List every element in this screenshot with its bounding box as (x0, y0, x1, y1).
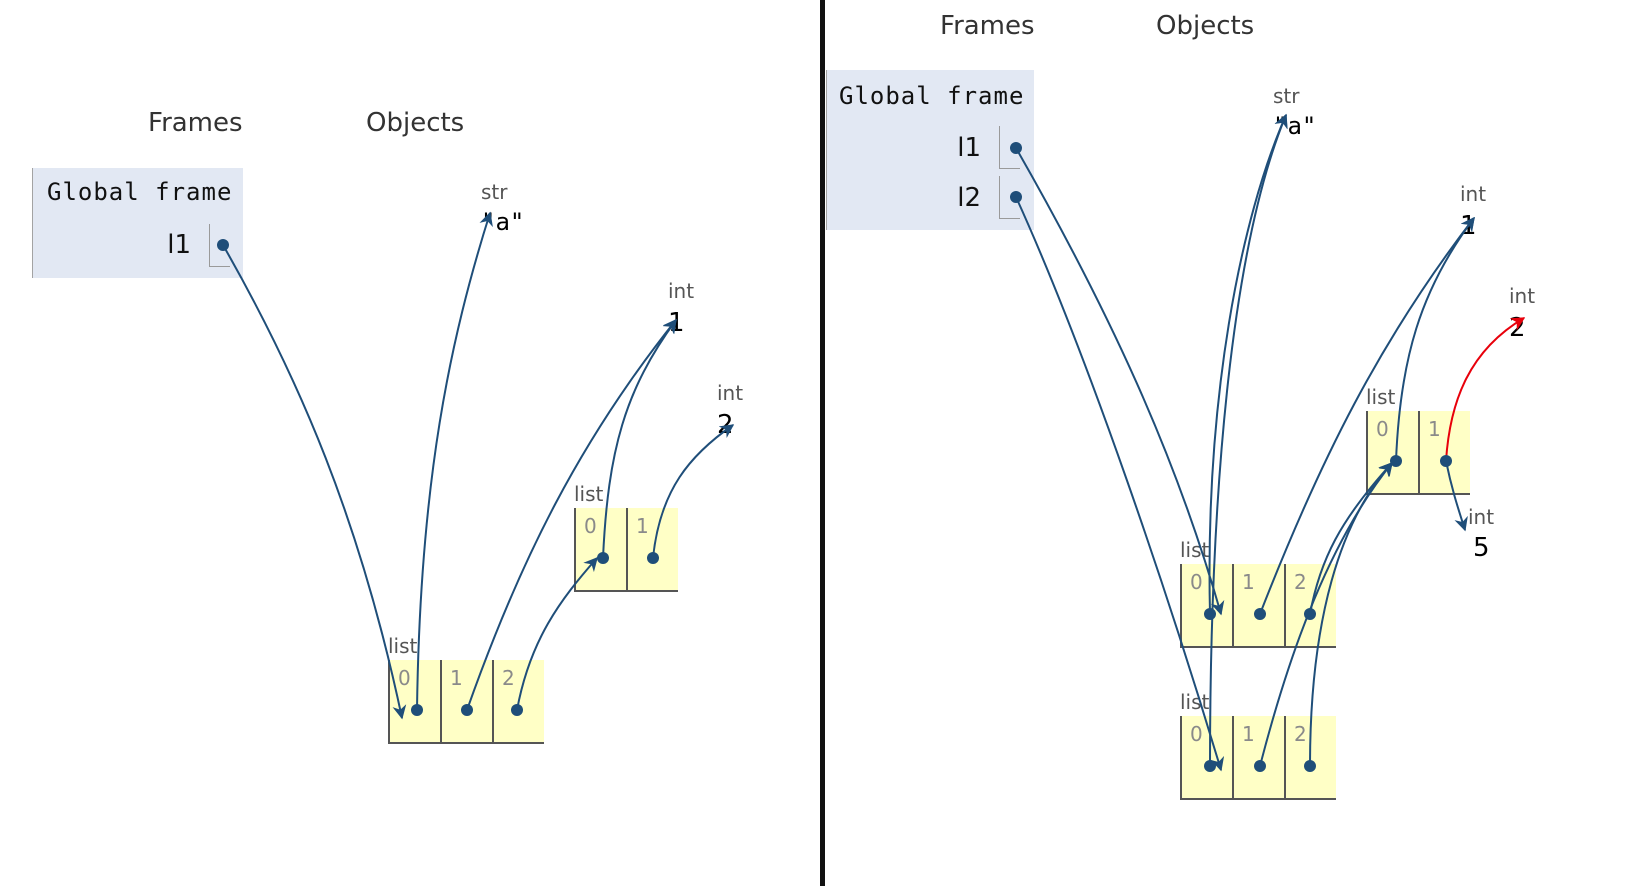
list-index: 2 (1294, 570, 1307, 594)
global-frame: Global frame l1 (32, 168, 243, 278)
int-type-label: int (1460, 182, 1487, 206)
left-panel: Frames Objects Global frame l1 str "a" i… (32, 108, 744, 744)
list-cell: 2 (492, 660, 544, 742)
int-type-label: int (668, 279, 695, 303)
int-value: 5 (1473, 533, 1490, 563)
list-cell: 0 (1180, 716, 1232, 798)
global-frame: Global frame l1 l2 (826, 70, 1034, 230)
list-cell: 1 (626, 508, 678, 590)
frames-header: Frames (148, 108, 243, 138)
list-cell: 0 (1366, 411, 1418, 493)
panel-divider (820, 0, 825, 886)
variable-slot (999, 176, 1020, 219)
int-type-label: int (1509, 284, 1536, 308)
list-index: 2 (1294, 722, 1307, 746)
list-type-label: list (388, 634, 418, 658)
list-cell: 1 (440, 660, 492, 742)
frame-title: Global frame (47, 178, 233, 206)
list-cell: 2 (1284, 716, 1336, 798)
list-index: 0 (1190, 570, 1203, 594)
variable-slot (209, 224, 230, 267)
int-value: 1 (668, 308, 685, 338)
objects-header: Objects (366, 108, 465, 138)
inner-list: 0 1 (574, 508, 678, 592)
list-index: 1 (1242, 722, 1255, 746)
list-index: 1 (1242, 570, 1255, 594)
str-value: "a" (481, 208, 525, 236)
int-value: 1 (1460, 211, 1477, 241)
int-type-label: int (1468, 505, 1495, 529)
objects-header: Objects (1156, 11, 1255, 41)
str-value: "a" (1273, 112, 1317, 140)
int-value: 2 (1509, 313, 1526, 343)
outer-list: 0 1 2 (388, 660, 544, 744)
str-type-label: str (481, 180, 508, 204)
list-index: 0 (398, 666, 411, 690)
variable-l1: l1 (957, 133, 981, 163)
list-cell: 1 (1418, 411, 1470, 493)
list-index: 1 (636, 514, 649, 538)
list-index: 1 (1428, 417, 1441, 441)
variable-l2: l2 (957, 183, 981, 213)
list-a: 0 1 2 (1180, 564, 1336, 648)
list-index: 2 (502, 666, 515, 690)
list-cell: 2 (1284, 564, 1336, 646)
frames-header: Frames (940, 11, 1035, 41)
list-index: 0 (1376, 417, 1389, 441)
list-cell: 1 (1232, 564, 1284, 646)
list-type-label: list (1180, 690, 1210, 714)
list-index: 0 (584, 514, 597, 538)
inner-list: 0 1 (1366, 411, 1470, 495)
str-type-label: str (1273, 84, 1300, 108)
int-value: 2 (717, 410, 734, 440)
list-index: 1 (450, 666, 463, 690)
list-index: 0 (1190, 722, 1203, 746)
variable-slot (999, 126, 1020, 169)
list-cell: 0 (1180, 564, 1232, 646)
list-type-label: list (1366, 385, 1396, 409)
list-b: 0 1 2 (1180, 716, 1336, 800)
list-type-label: list (1180, 538, 1210, 562)
int-type-label: int (717, 381, 744, 405)
list-cell: 0 (574, 508, 626, 590)
variable-l1: l1 (167, 230, 191, 260)
list-type-label: list (574, 482, 604, 506)
frame-title: Global frame (839, 82, 1025, 110)
list-cell: 1 (1232, 716, 1284, 798)
right-panel: Frames Objects Global frame l1 l2 str "a… (826, 0, 1634, 886)
list-cell: 0 (388, 660, 440, 742)
